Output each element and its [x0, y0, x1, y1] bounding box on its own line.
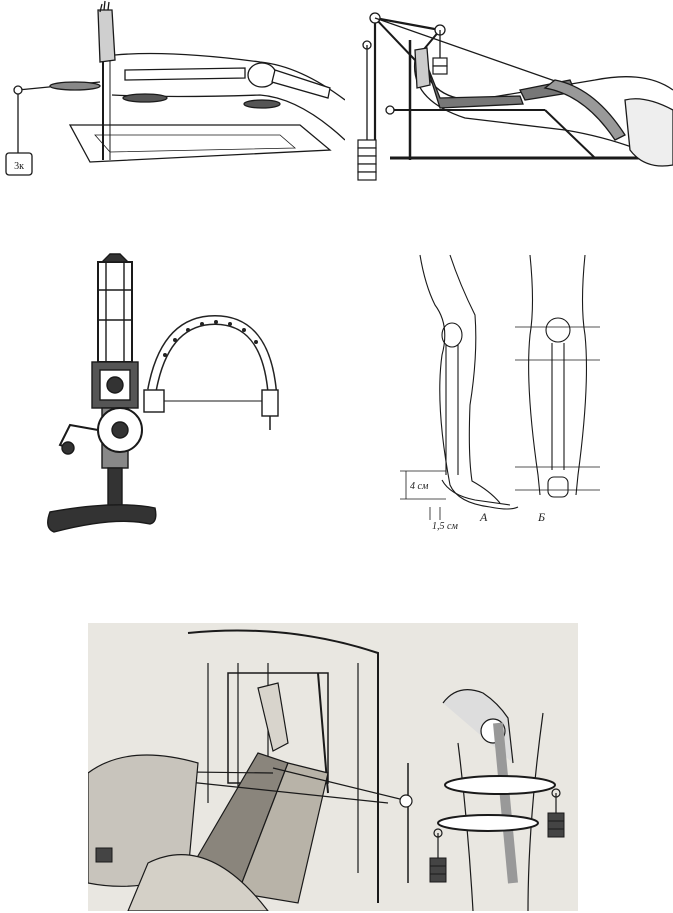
small-weight-icon [432, 57, 448, 75]
leg-anatomy-drawing: 4 см 1,5 см А Б [400, 254, 600, 532]
figure-arm-traction-board: 3к [0, 0, 345, 195]
figure-leg-anatomy: 4 см 1,5 см А Б [380, 245, 670, 555]
drill-and-bracket-drawing [47, 253, 279, 533]
weight-stack-icon [357, 139, 377, 181]
hanging-weight-icon [95, 847, 113, 863]
dimension-1-5cm: 1,5 см [432, 521, 458, 532]
inset-weight-right-icon [547, 812, 565, 838]
weight-label: 3к [14, 161, 24, 172]
label-b: Б [537, 510, 545, 524]
bed-traction-drawing [88, 629, 565, 911]
inset-weight-left-icon [429, 857, 447, 883]
figure-drill-and-bracket [40, 250, 300, 550]
figure-bed-traction-photo [88, 623, 578, 911]
arm-traction-board-drawing: 3к [5, 0, 345, 176]
dimension-4cm: 4 см [410, 481, 429, 492]
hip-inset-drawing [433, 689, 561, 911]
weight-icon [5, 152, 33, 176]
label-a: А [479, 510, 488, 524]
leg-traction-frame-drawing [357, 12, 673, 181]
figure-leg-traction-frame [345, 0, 673, 195]
